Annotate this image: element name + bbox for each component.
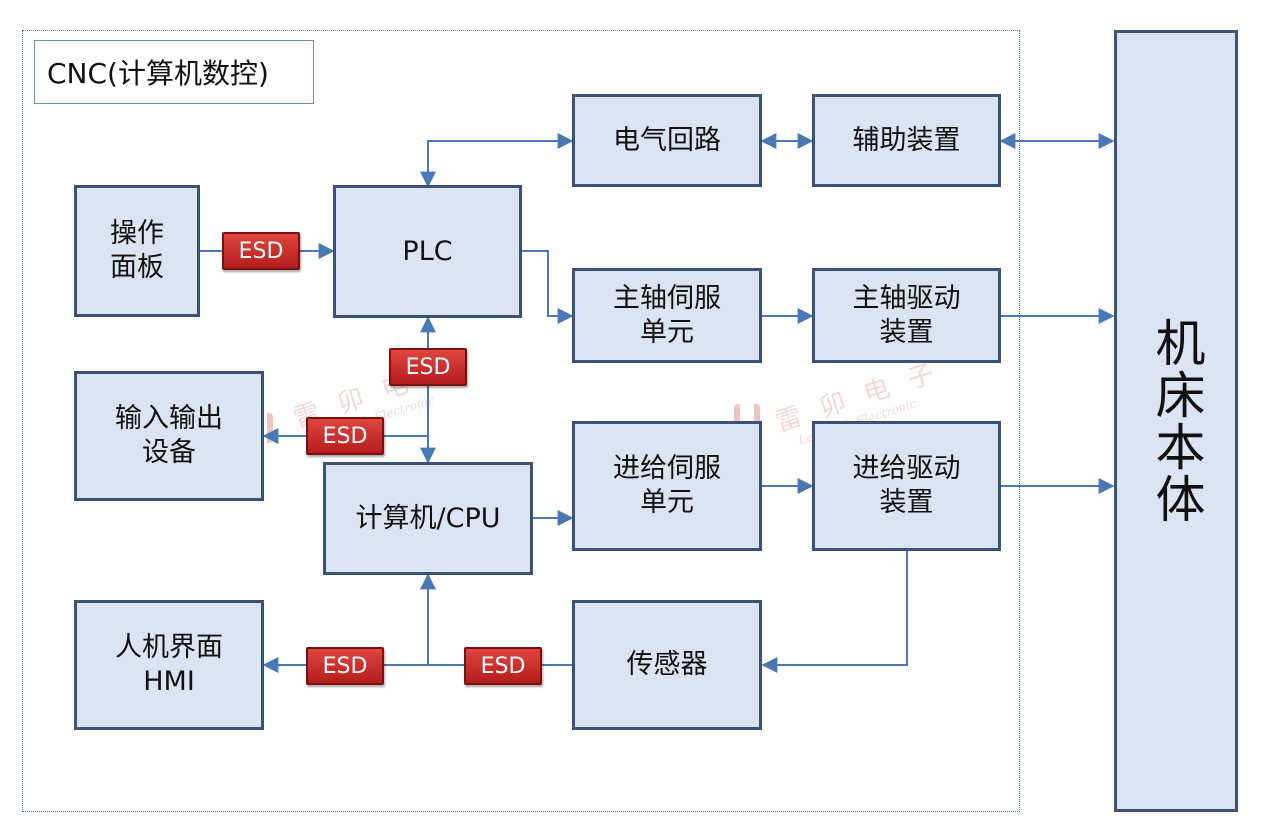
esd-badge-io: ESD (306, 417, 384, 455)
node-label: 传感器 (626, 649, 708, 681)
node-label: 辅助装置 (852, 124, 961, 156)
node-label: 面板 (110, 252, 164, 283)
link-plc-spindle (522, 250, 574, 324)
node-label: 计算机/CPU (355, 502, 501, 534)
node-label: 进给伺服 (613, 453, 721, 485)
node-label: 主轴伺服 (613, 282, 721, 314)
esd-badge-hmi: ESD (306, 647, 384, 685)
node-label: 设备 (142, 437, 196, 468)
node-label: 输入输出 (115, 403, 223, 435)
node-label: PLC (402, 235, 453, 267)
node-label: HMI (143, 666, 195, 697)
node-feed-drive: 进给驱动装置 (812, 421, 1001, 551)
node-label: 装置 (879, 316, 934, 348)
node-electrical-circuit: 电气回路 (572, 94, 762, 187)
cnc-boundary (22, 30, 1020, 812)
watermark-logo-icon (734, 404, 760, 434)
node-label: 电气回路 (613, 124, 721, 156)
link-feed-sensor (761, 550, 908, 673)
node-plc: PLC (333, 185, 522, 318)
node-spindle-drive: 主轴驱动装置 (812, 268, 1001, 363)
node-label: 主轴驱动 (852, 282, 961, 314)
node-label: 人机界面 (115, 632, 223, 664)
node-cpu: 计算机/CPU (323, 462, 533, 575)
esd-badge-plc-cpu: ESD (389, 348, 467, 386)
node-feed-servo: 进给伺服单元 (572, 421, 762, 551)
node-label: 装置 (879, 487, 934, 518)
esd-badge-panel: ESD (222, 232, 300, 270)
esd-badge-sensor: ESD (464, 647, 542, 685)
node-sensor: 传感器 (572, 600, 762, 730)
link-plc-circuit (420, 133, 574, 188)
diagram-title: CNC(计算机数控) (34, 40, 314, 104)
node-label: 进给驱动 (852, 453, 961, 485)
node-label: 机床本体 (1147, 317, 1206, 525)
node-label: 单元 (640, 316, 694, 348)
node-aux-device: 辅助装置 (812, 94, 1001, 187)
node-operator-panel: 操作面板 (74, 185, 200, 317)
node-label: 操作 (110, 218, 164, 250)
node-label: 单元 (640, 487, 694, 518)
node-machine-body: 机床本体 (1114, 30, 1238, 812)
node-spindle-servo: 主轴伺服单元 (572, 268, 762, 363)
node-io-device: 输入输出设备 (74, 371, 264, 501)
